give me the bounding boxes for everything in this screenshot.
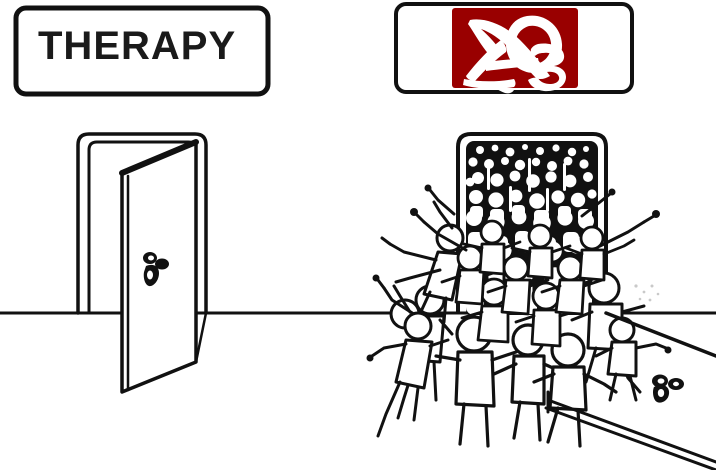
ao3-door-panel bbox=[544, 311, 716, 470]
therapy-sign bbox=[13, 5, 271, 97]
therapy-sign-border bbox=[13, 5, 271, 97]
door-knob bbox=[652, 374, 684, 403]
ao3-logo-mark bbox=[463, 15, 566, 94]
crowd-of-stick-figures bbox=[366, 184, 672, 448]
therapy-door bbox=[76, 132, 208, 394]
door-knob bbox=[143, 252, 169, 287]
ao3-sign bbox=[394, 2, 634, 94]
therapy-sign-label: THERAPY bbox=[38, 24, 237, 68]
sketch-speckles bbox=[634, 284, 660, 302]
